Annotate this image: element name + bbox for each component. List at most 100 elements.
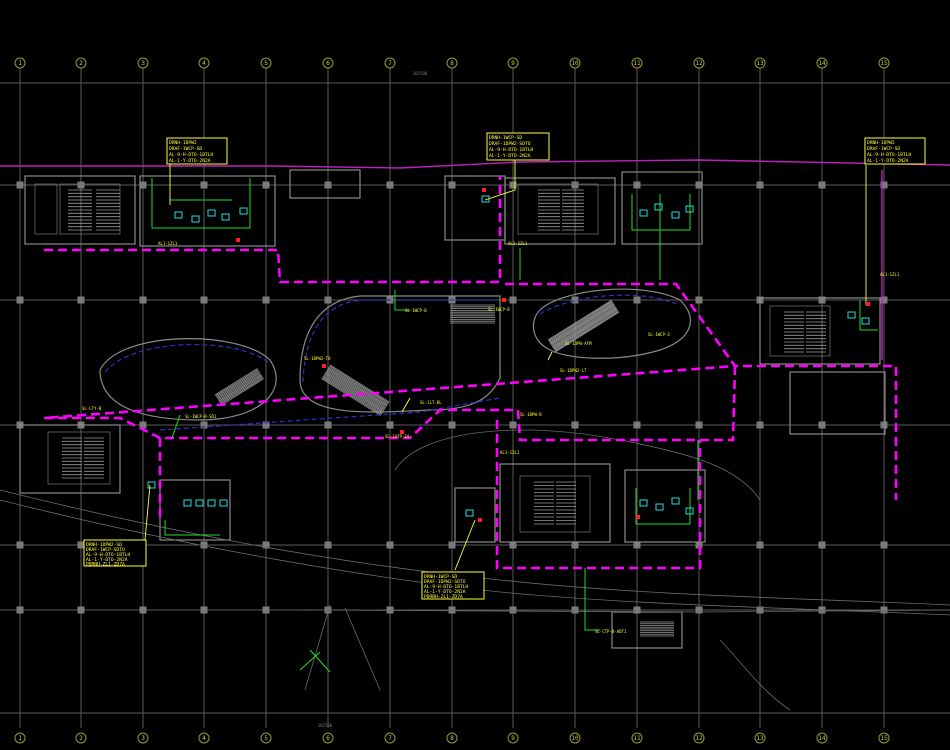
tag-8: SL-1WCP-3 <box>648 332 670 337</box>
stair <box>547 299 620 353</box>
column-10-E <box>571 606 579 614</box>
grid-bubble-10: 10 <box>569 57 581 69</box>
tag-9: SL-1DPW-B <box>520 412 542 417</box>
callout-box-2[interactable]: DRNH-1WCP-SD DRAF-1DPW2-SDTO AL-9-H-DTO-… <box>486 132 550 161</box>
panel-icon-2 <box>191 215 200 223</box>
tag-5: SL-1DPW2-TO <box>304 356 331 361</box>
column-4-B <box>200 296 208 304</box>
tag-7: SL-1DPW2-LT <box>560 368 587 373</box>
svg-text:5: 5 <box>264 735 268 742</box>
column-5-B <box>262 296 270 304</box>
fire-compartment-zone-south <box>495 420 702 570</box>
svg-text:6: 6 <box>326 735 330 742</box>
column-9-A <box>509 181 517 189</box>
column-12-C <box>695 421 703 429</box>
svg-text:10: 10 <box>571 60 579 67</box>
grid-bubble-1: 1 <box>14 732 26 744</box>
svg-text:8: 8 <box>450 60 454 67</box>
column-12-A <box>695 181 703 189</box>
device-markers <box>236 188 870 522</box>
column-1-A <box>16 181 24 189</box>
column-13-C <box>756 421 764 429</box>
panel-icon-14 <box>219 499 228 507</box>
callout-box-4[interactable]: DRNH-1DPW2-SD DRAF-1WCP-SDTO AL-9-H-DTO-… <box>83 539 147 568</box>
svg-text:DRAF-1WCP-SD: DRAF-1WCP-SD <box>169 146 202 152</box>
panel-icon-1 <box>174 211 183 219</box>
grid-bubble-10: 10 <box>569 732 581 744</box>
panel-icon-22 <box>861 317 870 325</box>
column-2-E <box>77 606 85 614</box>
grid-bubble-11: 11 <box>631 732 643 744</box>
column-1-B <box>16 296 24 304</box>
column-6-C <box>324 421 332 429</box>
column-15-C <box>880 421 888 429</box>
column-4-E <box>200 606 208 614</box>
column-6-D <box>324 541 332 549</box>
grid-bubble-14: 14 <box>816 57 828 69</box>
svg-text:13: 13 <box>756 60 764 67</box>
column-4-D <box>200 541 208 549</box>
column-9-B <box>509 296 517 304</box>
panel-icon-4 <box>221 213 230 221</box>
svg-text:13: 13 <box>756 735 764 742</box>
svg-text:15: 15 <box>880 735 888 742</box>
svg-text:AL-1-Y-DTO-2N2A: AL-1-Y-DTO-2N2A <box>169 158 211 164</box>
svg-text:AL-9-H-DTO-1BTLH: AL-9-H-DTO-1BTLH <box>86 552 130 558</box>
tag-12: SL-CTP-B-ADT1 <box>595 629 627 634</box>
column-10-C <box>571 421 579 429</box>
svg-text:AL-1-Y-DTO-2N2A: AL-1-Y-DTO-2N2A <box>489 153 531 159</box>
callout-box-3[interactable]: DRNH-1DPW2 DRAF-1WCP-SD AL-9-H-DTO-1BTLH… <box>864 137 926 165</box>
column-11-B <box>633 296 641 304</box>
tag-16: AL1-1ZL1 <box>500 450 520 455</box>
stair <box>214 368 264 406</box>
tag-4: SL-1WCP-B <box>405 308 427 313</box>
panel-icon-13 <box>207 499 216 507</box>
column-1-D <box>16 541 24 549</box>
column-8-A <box>448 181 456 189</box>
grid-bubble-6: 6 <box>322 732 334 744</box>
stair <box>784 311 804 353</box>
column-6-B <box>324 296 332 304</box>
grid-bubble-15: 15 <box>878 732 890 744</box>
svg-text:15: 15 <box>880 60 888 67</box>
svg-text:AL-1-Y-DTO-2N2A: AL-1-Y-DTO-2N2A <box>424 589 466 595</box>
column-2-A <box>77 181 85 189</box>
building-boundary <box>0 159 950 169</box>
tag-14: AL1-1ZL1 <box>508 241 528 246</box>
svg-text:14: 14 <box>818 60 826 67</box>
column-8-D <box>448 541 456 549</box>
column-11-C <box>633 421 641 429</box>
column-8-C <box>448 421 456 429</box>
svg-text:1: 1 <box>18 60 22 67</box>
svg-text:PDRNH-ZL1-ZD7A: PDRNH-ZL1-ZD7A <box>424 594 463 600</box>
panel-icon-16 <box>655 503 664 511</box>
grid-bubble-15: 15 <box>878 57 890 69</box>
panel-icon-12 <box>195 499 204 507</box>
svg-text:11: 11 <box>633 735 641 742</box>
column-7-D <box>386 541 394 549</box>
grid-bubble-2: 2 <box>75 57 87 69</box>
svg-text:6: 6 <box>326 60 330 67</box>
column-7-A <box>386 181 394 189</box>
stair <box>62 437 82 479</box>
column-3-E <box>139 606 147 614</box>
svg-text:14: 14 <box>818 735 826 742</box>
callout-box-5[interactable]: DRNH-1WCP-SD DRAF-1DPW2-SDTO AL-9-H-DTO-… <box>421 571 485 600</box>
column-11-A <box>633 181 641 189</box>
svg-text:AL-9-H-DTO-1BTLH: AL-9-H-DTO-1BTLH <box>424 584 468 590</box>
grid-bubble-7: 7 <box>384 57 396 69</box>
grid-bubble-9: 9 <box>507 57 519 69</box>
svg-text:3: 3 <box>141 735 145 742</box>
tag-2: SL-1WCP-B <box>488 307 510 312</box>
callout-box-1[interactable]: DRNH-1DPW2 DRAF-1WCP-SD AL-9-H-DTO-1BTLH… <box>166 137 228 165</box>
svg-text:11: 11 <box>633 60 641 67</box>
column-7-C <box>386 421 394 429</box>
column-5-E <box>262 606 270 614</box>
tag-10: SL-1WCP-B-SD1 <box>185 414 217 419</box>
svg-text:DRNH-1DPW2-SD: DRNH-1DPW2-SD <box>86 542 122 548</box>
column-3-C <box>139 421 147 429</box>
panel-icon-18 <box>685 507 694 515</box>
grid-bubble-11: 11 <box>631 57 643 69</box>
svg-text:DRAF-1WCP-SD: DRAF-1WCP-SD <box>867 146 900 152</box>
